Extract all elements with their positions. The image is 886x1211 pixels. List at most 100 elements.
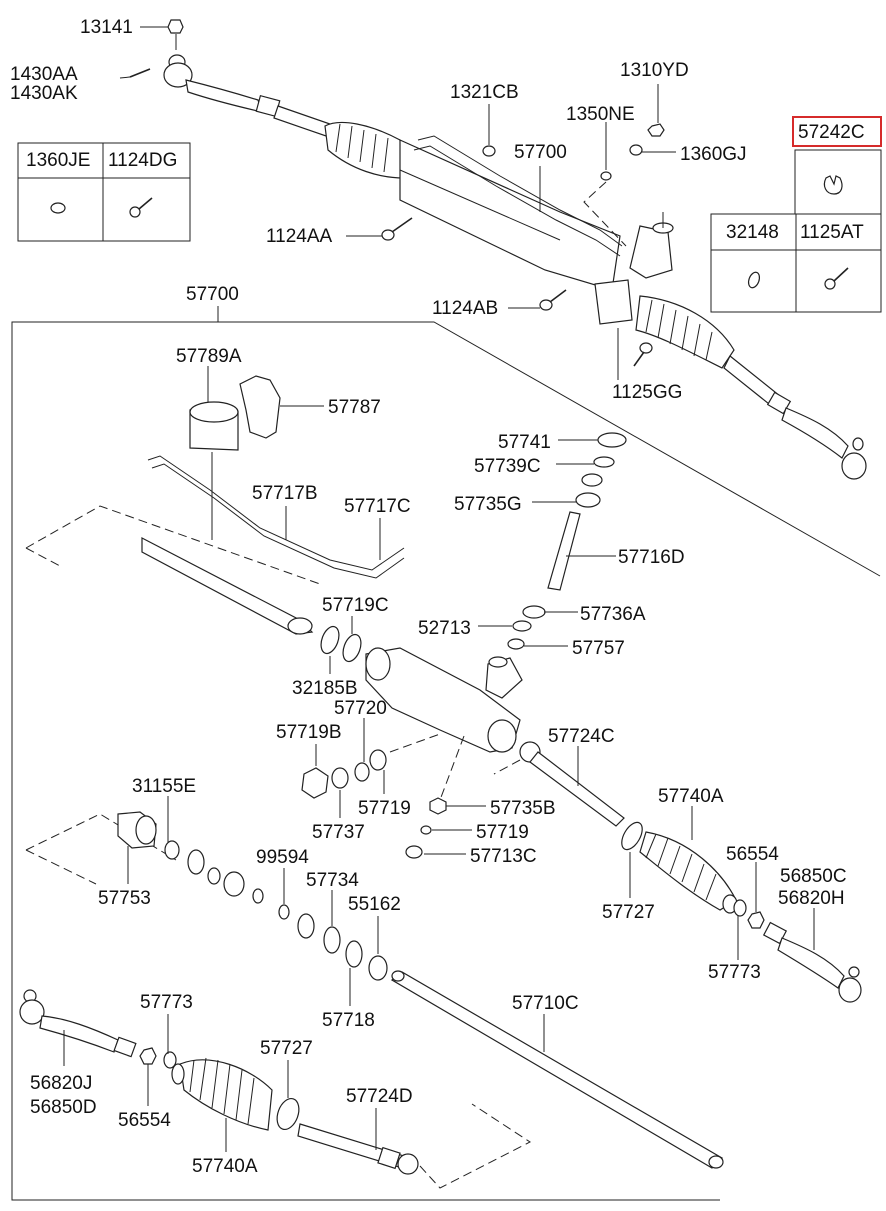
cotter-pin bbox=[129, 68, 151, 78]
label-1360GJ: 1360GJ bbox=[680, 144, 747, 165]
dash-57719 bbox=[389, 733, 441, 753]
bolt-1124DG-icon bbox=[129, 197, 153, 218]
rack-housing bbox=[399, 139, 621, 291]
table-left-col1: 1360JE bbox=[26, 150, 90, 171]
ring-57757 bbox=[507, 638, 525, 650]
tie-rod-end-right bbox=[762, 921, 862, 1003]
ring-57713C bbox=[405, 845, 423, 859]
inner-tie-rod-57724C bbox=[519, 741, 625, 827]
label-52713: 52713 bbox=[418, 618, 471, 639]
label-57740A-right: 57740A bbox=[658, 786, 724, 807]
label-57716D: 57716D bbox=[618, 547, 685, 568]
label-57710C: 57710C bbox=[512, 993, 579, 1014]
label-1310YD: 1310YD bbox=[620, 60, 689, 81]
ring-57719-b bbox=[420, 825, 432, 835]
nut-57719B bbox=[301, 767, 329, 799]
label-57719-a: 57719 bbox=[358, 798, 411, 819]
label-1350NE: 1350NE bbox=[566, 104, 635, 125]
label-57717C: 57717C bbox=[344, 496, 411, 517]
label-57757: 57757 bbox=[572, 638, 625, 659]
label-57700-top: 57700 bbox=[514, 142, 567, 163]
bushing-32185B bbox=[320, 625, 340, 655]
bolt-1124AB bbox=[539, 289, 567, 311]
jam-nut-top-right bbox=[766, 391, 792, 415]
tie-rod-top-left bbox=[273, 105, 331, 137]
boot-top-left bbox=[324, 121, 405, 179]
washer-57741 bbox=[597, 432, 627, 448]
bushing-57753 bbox=[117, 811, 157, 849]
label-1321CB: 1321CB bbox=[450, 82, 519, 103]
label-57741: 57741 bbox=[498, 432, 551, 453]
label-57736A: 57736A bbox=[580, 604, 646, 625]
label-57789A: 57789A bbox=[176, 346, 242, 367]
table-right-col1: 32148 bbox=[726, 222, 779, 243]
label-1430AK: 1430AK bbox=[10, 83, 78, 104]
label-57720: 57720 bbox=[334, 698, 387, 719]
pipe-57717B bbox=[147, 455, 405, 571]
label-56850C: 56850C bbox=[780, 866, 847, 887]
bolt-1125AT-icon bbox=[824, 267, 849, 290]
bushing-57719 bbox=[369, 749, 387, 771]
boot-57740A-left bbox=[171, 1057, 273, 1131]
leader-1430 bbox=[119, 76, 131, 79]
tie-rod-end-top-left bbox=[163, 54, 281, 118]
pipe-57717C bbox=[151, 463, 405, 579]
label-57719B: 57719B bbox=[276, 722, 342, 743]
tie-rod-end-left bbox=[19, 989, 137, 1058]
clip-57242C-icon bbox=[823, 175, 843, 195]
pinion-57716D bbox=[547, 511, 581, 591]
label-32185B: 32185B bbox=[292, 678, 358, 699]
upper-assembly bbox=[119, 19, 867, 480]
nut-1360GJ bbox=[629, 144, 643, 156]
mount-bracket bbox=[594, 279, 633, 325]
label-31155E: 31155E bbox=[132, 776, 196, 797]
label-1124AA: 1124AA bbox=[266, 226, 333, 247]
seal-a bbox=[187, 849, 205, 875]
label-1125GG: 1125GG bbox=[612, 382, 682, 403]
housing-line bbox=[399, 169, 561, 241]
pipe-b bbox=[413, 145, 621, 257]
dash-57735B bbox=[439, 735, 465, 801]
label-57773-right: 57773 bbox=[708, 962, 761, 983]
stud-top-right bbox=[852, 437, 864, 451]
label-57242C: 57242C bbox=[798, 122, 865, 143]
bolt-1125GG bbox=[633, 342, 653, 367]
seal-upper bbox=[581, 473, 603, 487]
boot-top-right bbox=[635, 295, 735, 369]
label-57737: 57737 bbox=[312, 822, 365, 843]
valve-housing bbox=[629, 225, 673, 279]
nut-1321CB bbox=[482, 145, 496, 157]
label-1124AB: 1124AB bbox=[432, 298, 498, 319]
label-56850D: 56850D bbox=[30, 1097, 97, 1118]
pipe-a bbox=[417, 135, 623, 247]
label-57740A-left: 57740A bbox=[192, 1156, 258, 1177]
label-1430AA: 1430AA bbox=[10, 64, 78, 85]
table-left-col2: 1124DG bbox=[108, 150, 177, 171]
label-56820J: 56820J bbox=[30, 1073, 92, 1094]
seal-e bbox=[297, 913, 315, 939]
label-57773-left: 57773 bbox=[140, 992, 193, 1013]
nut-13141 bbox=[167, 19, 184, 34]
seal-d bbox=[252, 888, 264, 904]
dash-cylinder-2 bbox=[25, 547, 61, 567]
label-57724D: 57724D bbox=[346, 1086, 413, 1107]
bracket-57787 bbox=[239, 375, 281, 439]
ring-57773-right bbox=[733, 899, 747, 917]
nut-56554-left bbox=[139, 1047, 157, 1065]
ring-57736A bbox=[522, 605, 546, 619]
rack-cylinder bbox=[141, 537, 314, 635]
label-57734: 57734 bbox=[306, 870, 359, 891]
seal-52713 bbox=[512, 620, 532, 632]
clamp-57727-right bbox=[621, 821, 643, 851]
label-57739C: 57739C bbox=[474, 456, 541, 477]
nut-1310YD bbox=[647, 123, 665, 137]
exploded-view-frame bbox=[11, 306, 881, 1201]
label-57735G: 57735G bbox=[454, 494, 522, 515]
label-57700-main: 57700 bbox=[186, 284, 239, 305]
washer-55162 bbox=[368, 955, 388, 981]
oring-32148-icon bbox=[747, 271, 761, 289]
label-57727-left: 57727 bbox=[260, 1038, 313, 1059]
callout-labels: 13141 1430AA 1430AK 1321CB 1310YD 1350NE… bbox=[10, 17, 865, 1177]
label-56554-left: 56554 bbox=[118, 1110, 171, 1131]
